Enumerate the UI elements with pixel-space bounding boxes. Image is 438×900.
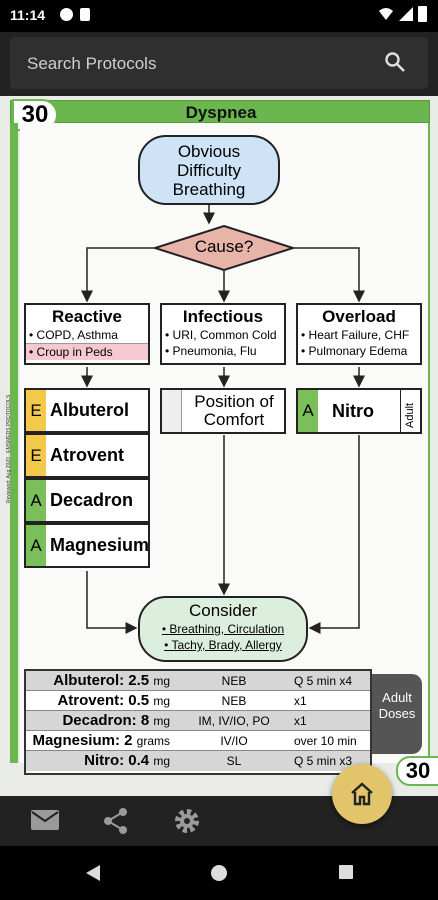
- reactive-box: Reactive • COPD, Asthma • Croup in Peds: [24, 303, 150, 365]
- flowchart: Obvious Difficulty Breathing Cause? Reac…: [20, 123, 438, 786]
- drug-decadron[interactable]: A Decadron: [24, 478, 150, 523]
- back-icon[interactable]: [84, 864, 102, 882]
- search-icon[interactable]: [384, 51, 406, 73]
- reactive-title: Reactive: [52, 307, 122, 326]
- infectious-item: • Pneumonia, Flu: [165, 344, 257, 358]
- infectious-box: Infectious • URI, Common Cold • Pneumoni…: [160, 303, 286, 365]
- drug-name: Decadron: [50, 490, 134, 510]
- search-bar[interactable]: Search Protocols: [10, 37, 428, 89]
- start-line-2: Difficulty: [177, 161, 241, 180]
- drug-level-tag: E: [26, 435, 46, 476]
- drug-level-tag: E: [26, 390, 46, 431]
- mail-icon[interactable]: [30, 807, 60, 833]
- reactive-item-peds: • Croup in Peds: [26, 343, 148, 360]
- drug-nitro[interactable]: A Nitro Adult: [296, 388, 422, 434]
- side-text: Reviewed: Aug 2020 · EMSMEDS PROTOCOLS: [6, 394, 12, 503]
- battery-icon: [418, 6, 427, 22]
- tag-stub: [162, 390, 182, 432]
- home-nav-icon[interactable]: [210, 864, 228, 882]
- overload-box: Overload • Heart Failure, CHF • Pulmonar…: [296, 303, 422, 365]
- search-input[interactable]: Search Protocols: [27, 54, 157, 73]
- infectious-title: Infectious: [182, 307, 264, 326]
- overload-title: Overload: [322, 307, 396, 326]
- decision-label: Cause?: [194, 237, 254, 256]
- drug-albuterol[interactable]: E Albuterol: [24, 388, 150, 433]
- sd-card-icon: [80, 8, 90, 21]
- reactive-item: • COPD, Asthma: [29, 328, 118, 342]
- overload-item: • Heart Failure, CHF: [301, 328, 410, 342]
- drug-level-tag: A: [26, 525, 46, 566]
- app-notification-icon: [60, 8, 73, 21]
- home-icon: [351, 782, 373, 806]
- app-bar: Search Protocols: [0, 32, 438, 96]
- consider-title: Consider: [188, 601, 258, 620]
- gear-icon[interactable]: [173, 807, 201, 835]
- protocol-view[interactable]: Dyspnea 30 Reviewed: Aug 2020 · EMSMEDS …: [0, 96, 438, 796]
- decision-node: Cause?: [154, 225, 294, 271]
- consider-line-1: • Breathing, Circulation: [161, 622, 285, 636]
- start-node: Obvious Difficulty Breathing: [138, 135, 280, 205]
- drug-name: Magnesium: [50, 535, 150, 555]
- start-line-3: Breathing: [172, 180, 246, 199]
- flow-arrows: [81, 205, 365, 634]
- infectious-item: • URI, Common Cold: [165, 328, 277, 342]
- position-of-comfort: Position of Comfort: [160, 388, 286, 434]
- signal-icon: [399, 7, 413, 21]
- start-line-1: Obvious: [177, 142, 241, 161]
- protocol-header: Dyspnea: [10, 100, 430, 123]
- consider-line-2: • Tachy, Brady, Allergy: [164, 638, 282, 652]
- position-line-2: Comfort: [203, 410, 265, 429]
- adult-doses-label: Adult Doses: [372, 674, 422, 754]
- wifi-icon: [379, 8, 393, 20]
- home-button[interactable]: [332, 764, 392, 824]
- drug-atrovent[interactable]: E Atrovent: [24, 433, 150, 478]
- protocol-title: Dyspnea: [185, 103, 257, 122]
- status-time: 11:14: [10, 7, 46, 23]
- position-line-1: Position of: [194, 392, 274, 411]
- status-bar: 11:14: [0, 0, 438, 32]
- adult-badge: Adult: [400, 390, 420, 432]
- drug-name: Atrovent: [50, 445, 125, 465]
- drug-name: Albuterol: [50, 400, 129, 420]
- drug-level-tag: A: [26, 480, 46, 521]
- share-icon[interactable]: [102, 807, 130, 835]
- overload-item: • Pulmonary Edema: [301, 344, 408, 358]
- system-nav-bar: [0, 846, 438, 900]
- recents-icon[interactable]: [338, 864, 354, 880]
- side-strip: Reviewed: Aug 2020 · EMSMEDS PROTOCOLS: [6, 123, 18, 763]
- drug-name: Nitro: [332, 401, 374, 421]
- drug-level-tag: A: [298, 390, 318, 432]
- protocol-number-footer: 30: [396, 756, 438, 786]
- consider-node: Consider • Breathing, Circulation • Tach…: [138, 596, 308, 662]
- drug-magnesium[interactable]: A Magnesium: [24, 523, 150, 568]
- reactive-drug-list: E Albuterol E Atrovent A Decadron A Magn…: [24, 388, 150, 570]
